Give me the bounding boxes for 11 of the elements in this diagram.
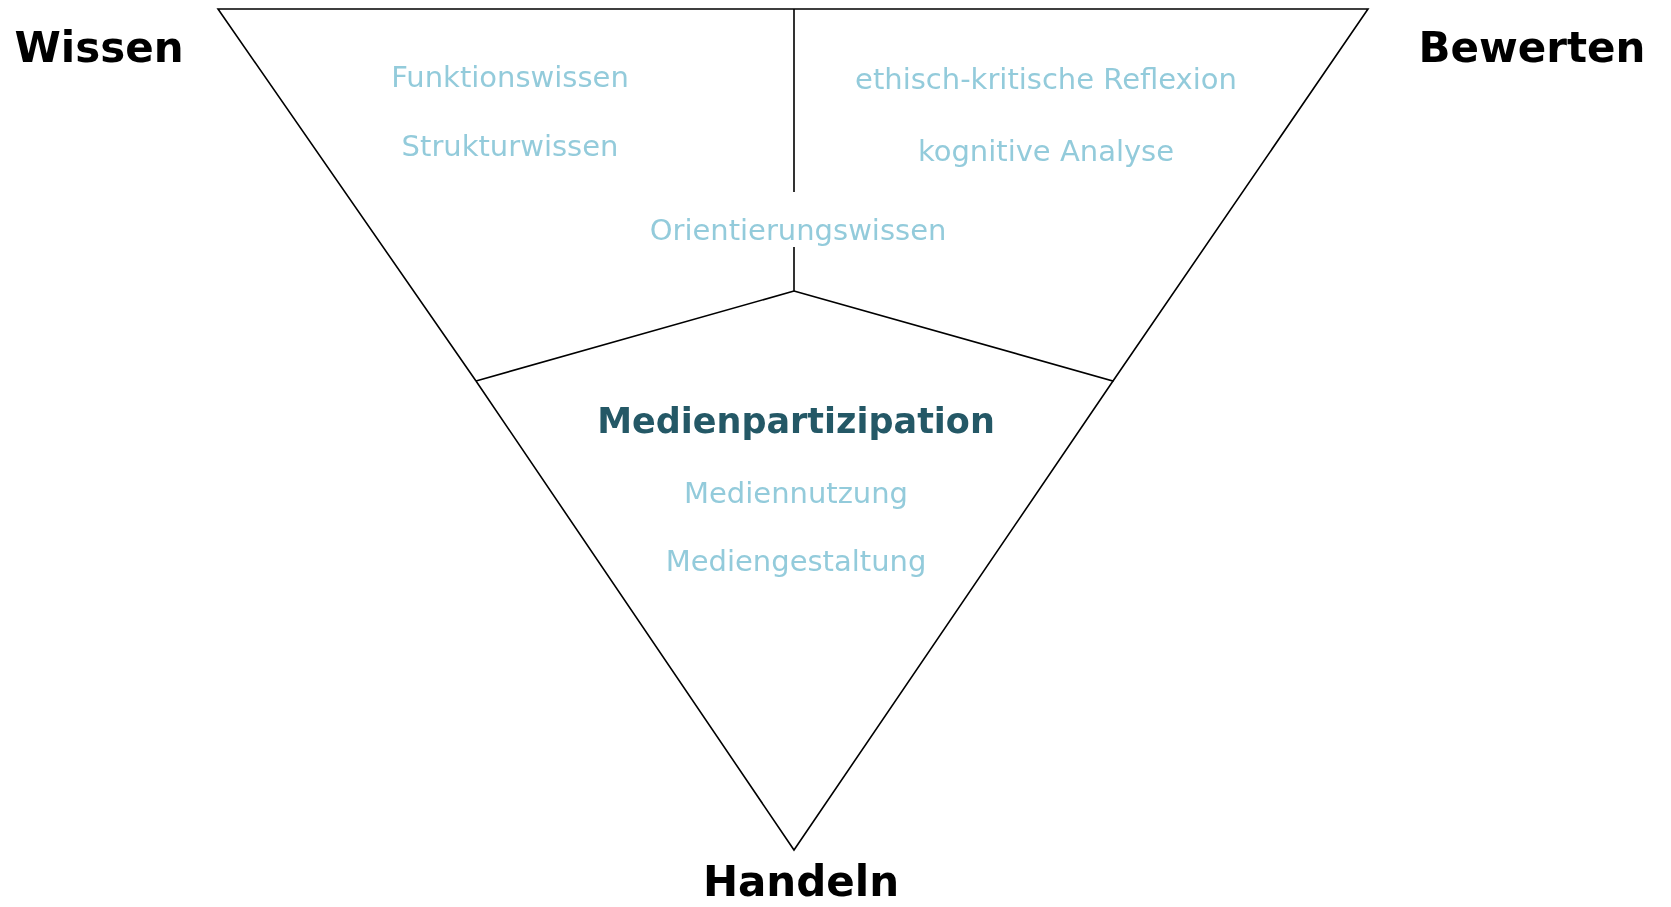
center-label: Orientierungswissen bbox=[649, 213, 947, 247]
corner-label: Wissen bbox=[14, 22, 184, 72]
section-heading: Medienpartizipation bbox=[597, 401, 995, 441]
corner-label: Handeln bbox=[702, 856, 900, 906]
corner-label: Bewerten bbox=[1418, 22, 1646, 72]
section-item: kognitive Analyse bbox=[917, 134, 1175, 168]
section-item: ethisch-kritische Reflexion bbox=[855, 62, 1237, 96]
section-item: Mediengestaltung bbox=[665, 544, 927, 578]
section-item: Funktionswissen bbox=[391, 60, 629, 94]
section-item: Mediennutzung bbox=[683, 476, 909, 510]
section-item: Strukturwissen bbox=[401, 129, 619, 163]
